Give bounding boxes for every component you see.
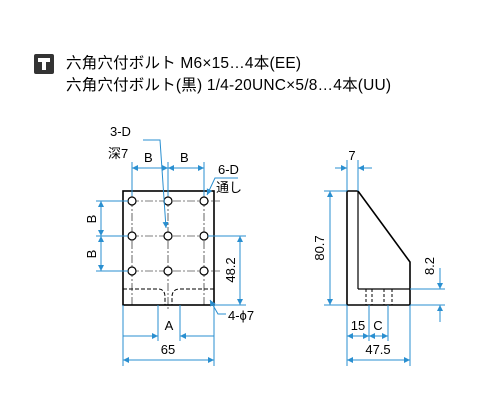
hole: [163, 231, 173, 241]
dim-7: 7: [348, 148, 355, 163]
hole: [127, 196, 137, 206]
front-view-body: [122, 190, 215, 306]
pitch-left-lower: B: [84, 250, 99, 259]
front-view: 3-D 深7 B B 6-D 通し B B 48.2 4-ϕ7 A 65: [84, 124, 254, 366]
hole-depth-center: 深7: [108, 146, 128, 161]
dim-c: C: [373, 318, 382, 333]
hole: [163, 266, 173, 276]
hole-label-center: 3-D: [110, 124, 131, 139]
dim-65: 65: [161, 342, 175, 357]
bolt-spec-line-1: 六角穴付ボルト M6×15…4本(EE): [66, 55, 302, 72]
bolt-spec-line-2: 六角穴付ボルト(黒) 1/4-20UNC×5/8…4本(UU): [66, 77, 392, 94]
pitch-top-right: B: [180, 150, 189, 165]
pitch-left-upper: B: [84, 215, 99, 224]
hidden-hole-lines: [365, 289, 393, 305]
counterbore-label: 4-ϕ7: [228, 308, 254, 323]
side-view: 7 80.7 8.2 15 C 47.5: [312, 148, 445, 366]
hole: [199, 231, 209, 241]
pitch-top-left: B: [144, 150, 153, 165]
dim-47-5: 47.5: [365, 342, 390, 357]
hole: [127, 266, 137, 276]
hole-through-side: 通し: [216, 180, 242, 195]
bolt-hardware-icon: [34, 54, 54, 74]
hole: [199, 196, 209, 206]
hole-label-side: 6-D: [218, 162, 239, 177]
dim-48-2: 48.2: [223, 257, 238, 282]
dim-80-7: 80.7: [312, 235, 327, 260]
dim-a: A: [165, 318, 174, 333]
front-dimension-lines: [96, 139, 246, 366]
side-dimension-lines: [324, 160, 445, 366]
header: 六角穴付ボルト M6×15…4本(EE) 六角穴付ボルト(黒) 1/4-20UN…: [0, 0, 500, 110]
dim-8-2: 8.2: [422, 257, 437, 275]
hole: [163, 196, 173, 206]
hole: [127, 231, 137, 241]
hole: [199, 266, 209, 276]
dim-15: 15: [351, 318, 365, 333]
side-view-body: [346, 190, 411, 306]
